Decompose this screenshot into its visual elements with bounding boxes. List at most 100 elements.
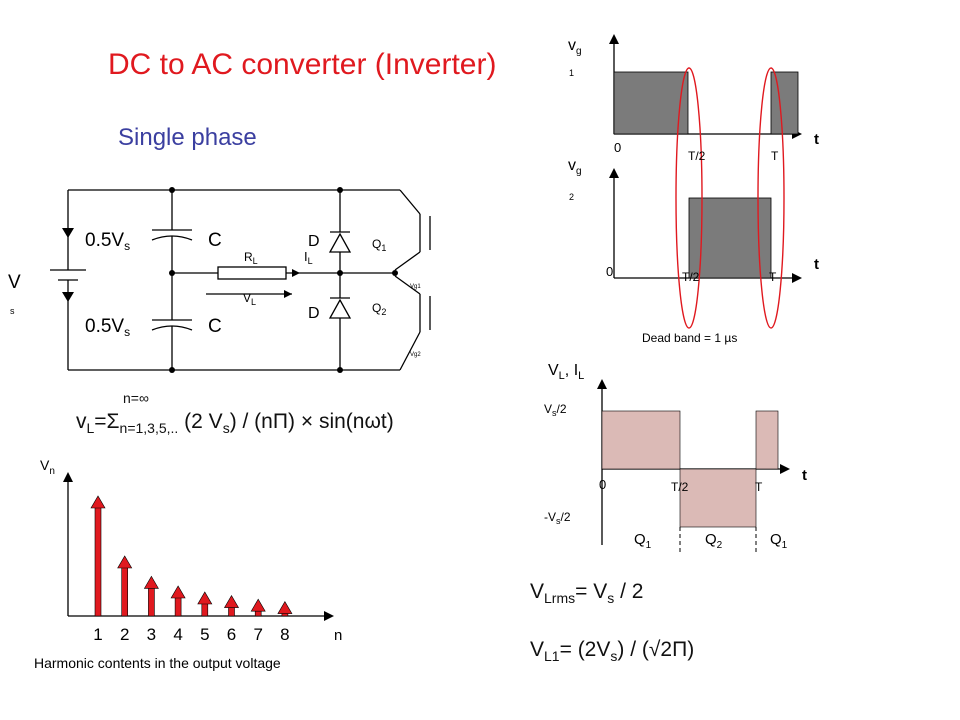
vl-positive-half-2 (755, 410, 779, 470)
vl-half-period: T/2 (671, 480, 689, 494)
q1-sub: 1 (381, 243, 386, 253)
vlrms-tail: / 2 (614, 580, 644, 603)
formula-body-sub: s (222, 420, 230, 437)
gate-signal-diagram: vg 1 vg 2 0 T/2 T t 0 T/2 T t Dead band … (568, 34, 819, 345)
vg2-zero: 0 (606, 264, 613, 279)
svg-text:VL: VL (243, 291, 256, 307)
output-waveform-diagram: VL, IL Vs/2 -Vs/2 0 T/2 T t Q1 Q2 Q1 (544, 362, 807, 555)
rl-sub: L (253, 256, 258, 266)
vl-pos-level-sub: s (552, 408, 557, 418)
vl-neg-level-sub: s (556, 516, 561, 526)
vg1-zero: 0 (614, 140, 621, 155)
dead-band-highlight-right (757, 67, 785, 329)
harmonic-arrowhead-3 (143, 575, 159, 589)
dead-band-label: Dead band = 1 µs (642, 331, 737, 345)
q1-label: Q (372, 237, 381, 251)
harmonic-tick-6: 6 (227, 625, 236, 644)
vg2-num: 2 (569, 192, 574, 202)
formula-sigma: =Σ (94, 410, 120, 433)
supply-voltage-label: V (8, 272, 21, 293)
inverter-circuit-diagram: 0.5Vs 0.5Vs C C V s RL IL VL D D Q1 Q2 V… (8, 187, 431, 373)
svg-text:Q2: Q2 (705, 531, 723, 551)
harmonic-tick-4: 4 (173, 625, 182, 644)
vlrms-eq: = V (575, 580, 608, 603)
q-label-3: Q (770, 531, 782, 548)
vl-sub: L (251, 297, 256, 307)
svg-text:0.5Vs: 0.5Vs (85, 230, 130, 253)
svg-text:0.5Vs: 0.5Vs (85, 316, 130, 339)
vg1-half-period: T/2 (688, 149, 706, 163)
spectrum-x-label: n (334, 627, 342, 644)
harmonic-arrowhead-2 (117, 555, 133, 569)
harmonic-arrowhead-5 (197, 591, 213, 605)
vg1-sub: g (576, 46, 582, 57)
rl-label: R (244, 250, 253, 264)
harmonic-arrowhead-7 (250, 598, 266, 612)
vg1-num: 1 (569, 68, 574, 78)
svg-text:Q1: Q1 (634, 531, 652, 551)
vl-neg-level-tail: /2 (561, 510, 571, 524)
formula-lhs-sub: L (86, 420, 95, 437)
harmonic-arrowhead-1 (90, 495, 106, 509)
svg-text:vg: vg (568, 157, 582, 177)
vl1-tail: ) / (√2Π) (617, 638, 695, 661)
svg-text:Q2: Q2 (372, 301, 386, 317)
vg1-pulse-2 (770, 71, 799, 135)
vl1-s: s (610, 648, 618, 665)
formula-upper-limit: n=∞ (123, 390, 149, 406)
vlrms-v: V (530, 580, 545, 603)
svg-text:vg: vg (568, 37, 582, 57)
vlrms-sub: Lrms (544, 590, 576, 607)
q2-sub: 2 (381, 307, 386, 317)
vg2-sub: g (576, 166, 582, 177)
vl-pos-level-tail: /2 (557, 402, 567, 416)
formula-body-2: ) / (nΠ) × sin(nωt) (229, 410, 394, 433)
capacitor-bottom-label: C (208, 316, 222, 337)
harmonic-arrowhead-4 (170, 585, 186, 599)
vs-bottom-label: 0.5V (85, 316, 124, 337)
vl-title-sep: , I (565, 362, 578, 379)
q-label-1: Q (634, 531, 646, 548)
harmonic-bar-4 (174, 595, 182, 617)
harmonic-tick-5: 5 (200, 625, 209, 644)
formula-sum-range: n=1,3,5,.. (119, 420, 179, 437)
vs-top-label: 0.5V (85, 230, 124, 251)
harmonic-tick-2: 2 (120, 625, 129, 644)
harmonic-bar-3 (148, 586, 155, 617)
harmonic-spectrum-chart: Vn n Harmonic contents in the output vol… (34, 457, 342, 671)
fourier-series-formula: vL=Σn=1,3,5,.. (2 Vs) / (nΠ) × sin(nωt) (76, 410, 394, 436)
svg-text:RL: RL (244, 250, 258, 266)
vl-period: T (755, 480, 763, 494)
harmonic-arrowhead-8 (277, 601, 293, 614)
svg-text:VL, IL: VL, IL (548, 362, 584, 382)
vl1-equation: VL1= (2Vs) / (√2Π) (530, 638, 694, 664)
vg1-pulse-1 (613, 71, 689, 135)
spectrum-arrows (90, 495, 293, 617)
svg-text:Vn: Vn (40, 457, 55, 477)
harmonic-tick-1: 1 (93, 625, 102, 644)
q2-label: Q (372, 301, 381, 315)
q-label-2: Q (705, 531, 717, 548)
vg2-pulse (688, 197, 772, 279)
vg1-tag: Vg1 (410, 284, 421, 290)
vl1-eq: = (2V (559, 638, 611, 661)
vg1-time-axis: t (814, 131, 819, 148)
vs-top-sub: s (124, 239, 130, 253)
harmonic-tick-3: 3 (147, 625, 156, 644)
harmonic-bar-1 (94, 505, 102, 617)
vg2-tag: Vg2 (410, 352, 421, 358)
vl-title-i-sub: L (578, 370, 584, 382)
vl-zero: 0 (599, 477, 606, 492)
harmonic-tick-8: 8 (280, 625, 289, 644)
vg1-label: v (568, 37, 576, 54)
diode-top-label: D (308, 233, 320, 250)
vg2-half-period: T/2 (682, 270, 700, 284)
dead-band-highlight-left (675, 67, 703, 329)
harmonic-tick-7: 7 (253, 625, 262, 644)
q-label-1-sub: 1 (646, 540, 652, 551)
harmonic-arrowhead-6 (223, 595, 240, 608)
formula-body-1: (2 V (178, 410, 223, 433)
vl-negative-half (679, 468, 757, 528)
svg-text:Q1: Q1 (770, 531, 788, 551)
il-sub: L (308, 256, 313, 266)
